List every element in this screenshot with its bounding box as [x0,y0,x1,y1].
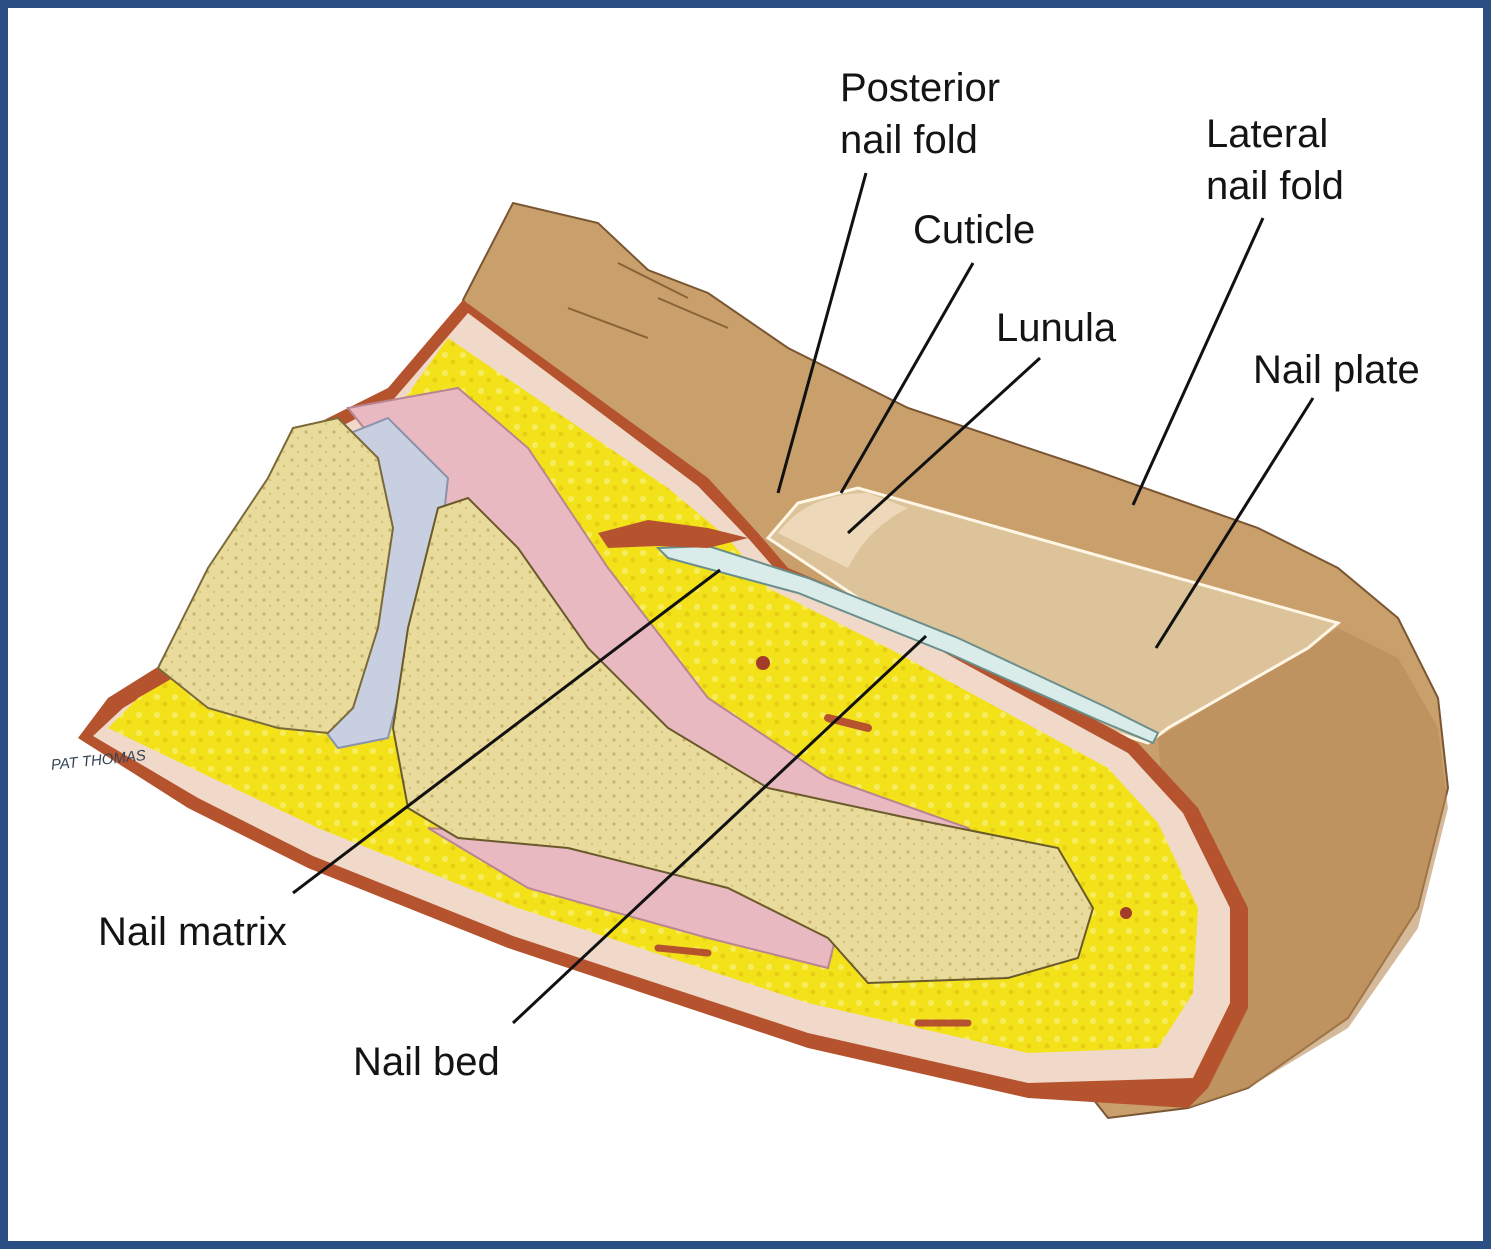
leader-lateral-nail-fold [1133,218,1263,505]
blood-vessel [658,948,708,953]
label-lunula: Lunula [996,302,1116,354]
label-cuticle: Cuticle [913,204,1035,256]
middle-phalanx-bone [158,418,393,733]
label-lateral-nail-fold: Lateral nail fold [1206,108,1344,212]
label-nail-bed: Nail bed [353,1036,500,1088]
blood-vessel [1120,907,1132,919]
label-posterior-nail-fold: Posterior nail fold [840,62,1000,166]
blood-vessel [756,656,770,670]
label-nail-plate: Nail plate [1253,344,1420,396]
label-nail-matrix: Nail matrix [98,906,287,958]
